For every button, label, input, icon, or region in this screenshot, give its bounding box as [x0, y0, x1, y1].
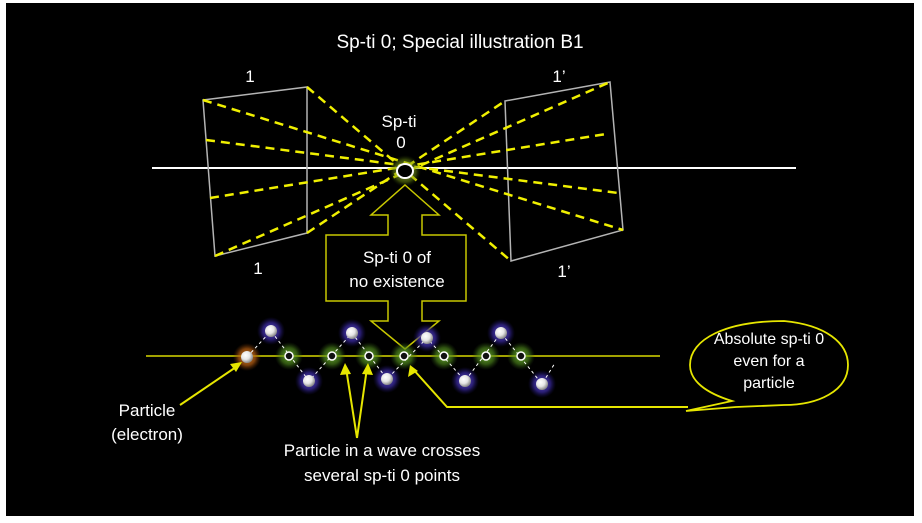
crossing-points — [284, 351, 526, 361]
right-plane-bottom-label: 1’ — [557, 262, 570, 281]
particle — [381, 373, 393, 385]
wave-arrowhead-left — [340, 363, 351, 375]
wave-label-arrow-left — [345, 367, 358, 439]
sp-ti-0-point — [364, 351, 374, 361]
sp-ti-0-point — [481, 351, 491, 361]
right-plane — [504, 81, 624, 262]
sp-ti-0-point — [399, 351, 409, 361]
sp-ti-0-point — [327, 351, 337, 361]
particle — [459, 375, 471, 387]
ray — [306, 99, 506, 235]
left-plane-bottom-label: 1 — [253, 259, 262, 278]
sp-ti-0-point — [284, 351, 294, 361]
left-plane — [202, 86, 308, 257]
slide-title: Sp-ti 0; Special illustration B1 — [336, 32, 583, 53]
left-plane-top-label: 1 — [245, 67, 254, 86]
callout-bubble — [685, 320, 849, 412]
right-plane-top-label: 1’ — [552, 67, 565, 86]
callout-connector — [411, 367, 688, 408]
arrow-box-line1: Sp-ti 0 of — [363, 248, 431, 267]
center-label-line2: 0 — [396, 133, 405, 152]
particle-label-line2: (electron) — [111, 425, 183, 444]
wave-label-line2: several sp-ti 0 points — [304, 466, 460, 485]
particle — [421, 332, 433, 344]
particle — [495, 327, 507, 339]
particle-label-line1: Particle — [119, 401, 176, 420]
particle — [536, 378, 548, 390]
ray — [202, 98, 624, 232]
center-point — [396, 163, 414, 179]
ray — [205, 138, 619, 195]
particle — [265, 325, 277, 337]
callout-line1: Absolute sp-ti 0 — [714, 331, 824, 348]
arrow-box-line2: no existence — [349, 272, 444, 291]
particles — [241, 325, 548, 390]
center-label-line1: Sp-ti — [382, 112, 417, 131]
particle-label-arrow — [179, 364, 240, 406]
particle — [303, 375, 315, 387]
callout-line3: particle — [743, 375, 795, 392]
particle-electron — [241, 351, 253, 363]
particle-arrowhead — [230, 362, 242, 372]
sp-ti-0-point — [516, 351, 526, 361]
sp-ti-0-point — [439, 351, 449, 361]
wave-arrowhead-right — [362, 363, 373, 375]
slide-canvas: Sp-ti 0; Special illustration B1 1 1 1’ … — [6, 3, 914, 516]
wave-label-arrow-right — [356, 367, 368, 439]
wave-label-line1: Particle in a wave crosses — [284, 441, 481, 460]
callout-line2: even for a — [733, 353, 804, 370]
diagram: Sp-ti 0; Special illustration B1 1 1 1’ … — [111, 32, 849, 485]
callout-arrowhead — [408, 365, 418, 377]
particle — [346, 327, 358, 339]
